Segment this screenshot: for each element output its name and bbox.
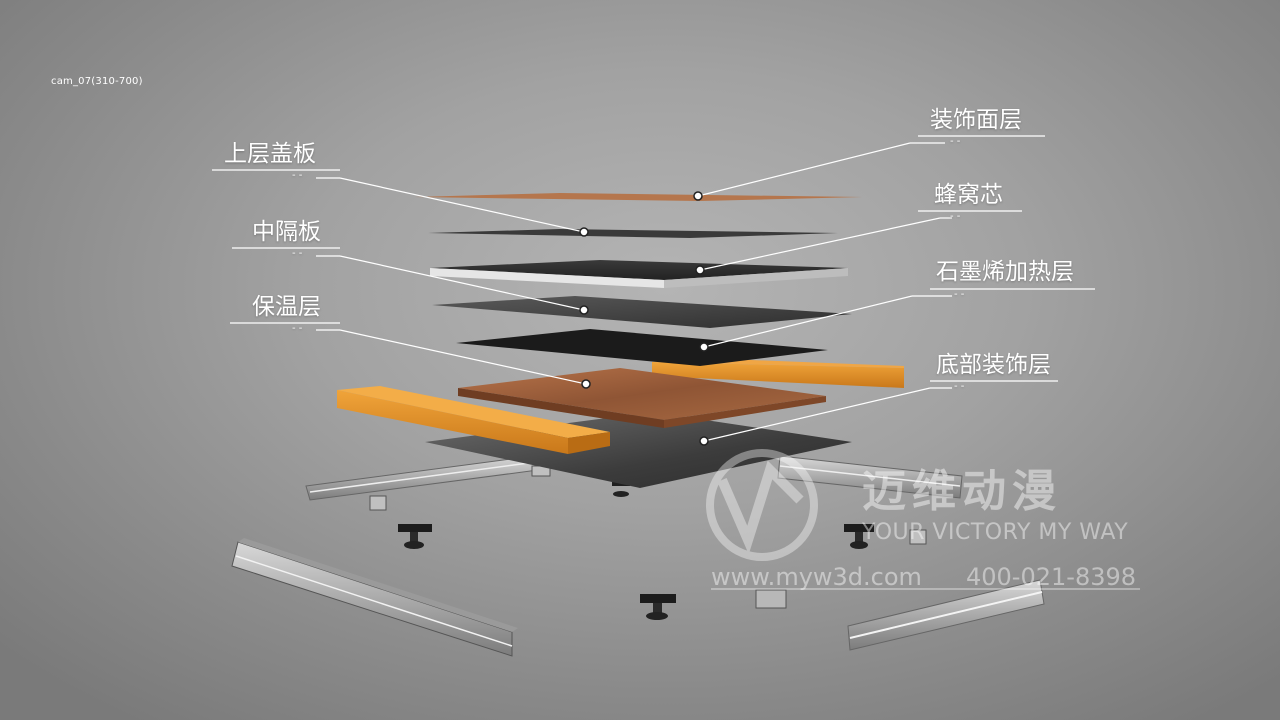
leader-deco-surface [697, 142, 911, 197]
watermark-phone: 400-021-8398 [966, 563, 1137, 591]
leader-lines [339, 142, 941, 442]
label-dash-marker: - - [954, 289, 965, 300]
rail-back-left [305, 455, 539, 501]
label-mid-board: 中隔板 [252, 219, 321, 245]
label-top-cover: 上层盖板 [224, 141, 316, 167]
rail-front-right [847, 579, 1045, 651]
label-underlines [212, 135, 1095, 389]
callout-anchors [579, 191, 709, 446]
pedestal-support [844, 524, 874, 549]
corner-bracket [369, 495, 387, 511]
label-dash-marker: - - [292, 170, 303, 181]
layer-top-cover [428, 229, 838, 238]
beam-orange-left [337, 386, 610, 454]
leader-bottom-deco [703, 387, 931, 442]
corner-bracket [909, 529, 927, 545]
label-dash-marker: - - [950, 136, 961, 147]
camera-tag: cam_07(310-700) [51, 76, 143, 87]
leader-honeycomb [699, 217, 941, 271]
layer-deco-surface [414, 193, 862, 201]
label-deco-surface: 装饰面层 [930, 107, 1022, 133]
watermark-title: 迈维动漫 [862, 466, 1062, 517]
label-honeycomb: 蜂窝芯 [934, 182, 1003, 208]
label-graphene-heat: 石墨烯加热层 [936, 259, 1074, 285]
leader-top-cover [339, 177, 585, 233]
label-dash-marker: - - [292, 248, 303, 259]
label-insulation: 保温层 [252, 294, 321, 320]
layer-mid-board [432, 296, 852, 328]
watermark-url: www.myw3d.com [711, 563, 922, 591]
leader-graphene [703, 295, 913, 348]
leader-insulation [339, 329, 587, 385]
label-dash-marker: - - [292, 323, 303, 334]
label-dash-marker: - - [954, 381, 965, 392]
label-bottom-deco: 底部装饰层 [936, 352, 1051, 378]
rail-back-right [777, 455, 963, 499]
leader-mid-board [339, 255, 585, 311]
watermark-slogan: YOUR VICTORY MY WAY [862, 520, 1129, 545]
rail-front-left [231, 538, 518, 657]
watermark-logo [706, 449, 818, 561]
layer-insulation [458, 368, 826, 428]
pedestal-support [640, 594, 676, 620]
corner-bracket [755, 589, 787, 609]
pedestal-support [398, 524, 432, 549]
layer-graphene [456, 329, 828, 366]
label-dash-marker: - - [950, 211, 961, 222]
layer-honeycomb [430, 260, 848, 288]
